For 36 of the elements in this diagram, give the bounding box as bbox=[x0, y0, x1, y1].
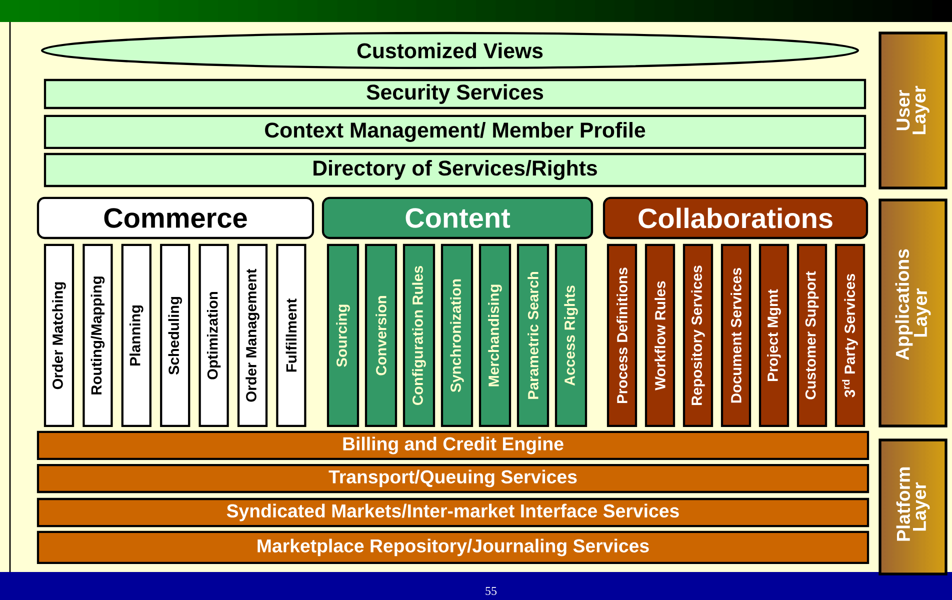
service-column: Optimization bbox=[198, 244, 229, 428]
service-column: Conversion bbox=[364, 244, 398, 428]
service-column: Workflow Rules bbox=[644, 244, 676, 428]
service-column: Synchronization bbox=[440, 244, 474, 428]
service-column: Merchandising bbox=[478, 244, 512, 428]
service-column: Customer Support bbox=[796, 244, 828, 428]
layer-box: Platform Layer bbox=[878, 438, 948, 576]
page-number: 55 bbox=[486, 587, 497, 595]
platform-bar: Syndicated Markets/Inter-market Interface Services bbox=[36, 498, 870, 528]
platform-bar: Billing and Credit Engine bbox=[36, 430, 870, 460]
layer-box: User Layer bbox=[878, 32, 948, 190]
service-bar: Directory of Services/Rights bbox=[44, 152, 866, 188]
category-header: Collaborations bbox=[602, 196, 868, 240]
service-column: Repository Services bbox=[682, 244, 714, 428]
oval-banner: Customized Views bbox=[40, 32, 860, 70]
service-column: Project Mgmt bbox=[758, 244, 790, 428]
category-header: Content bbox=[322, 196, 594, 240]
service-column: Sourcing bbox=[326, 244, 360, 428]
service-column: Process Definitions bbox=[606, 244, 638, 428]
category-header: Commerce bbox=[36, 196, 314, 240]
service-column: Order Management bbox=[237, 244, 268, 428]
service-column: Parametric Search bbox=[516, 244, 550, 428]
service-column: Access Rights bbox=[554, 244, 588, 428]
service-column: Scheduling bbox=[160, 244, 190, 428]
service-column: Configuration Rules bbox=[402, 244, 436, 428]
service-bar: Security Services bbox=[44, 78, 866, 110]
service-column: Order Matching bbox=[44, 244, 74, 428]
platform-bar: Marketplace Repository/Journaling Services bbox=[36, 530, 870, 564]
platform-bar: Transport/Queuing Services bbox=[36, 464, 870, 494]
service-column: Fulfillment bbox=[276, 244, 306, 428]
service-column: Routing/Mapping bbox=[82, 244, 113, 428]
service-column: 3$^{rd}$ Party Services bbox=[834, 244, 866, 428]
service-column: Planning bbox=[121, 244, 152, 428]
layer-box: Applications Layer bbox=[878, 198, 948, 428]
service-bar: Context Management/ Member Profile bbox=[44, 114, 866, 150]
service-column: Document Services bbox=[720, 244, 752, 428]
